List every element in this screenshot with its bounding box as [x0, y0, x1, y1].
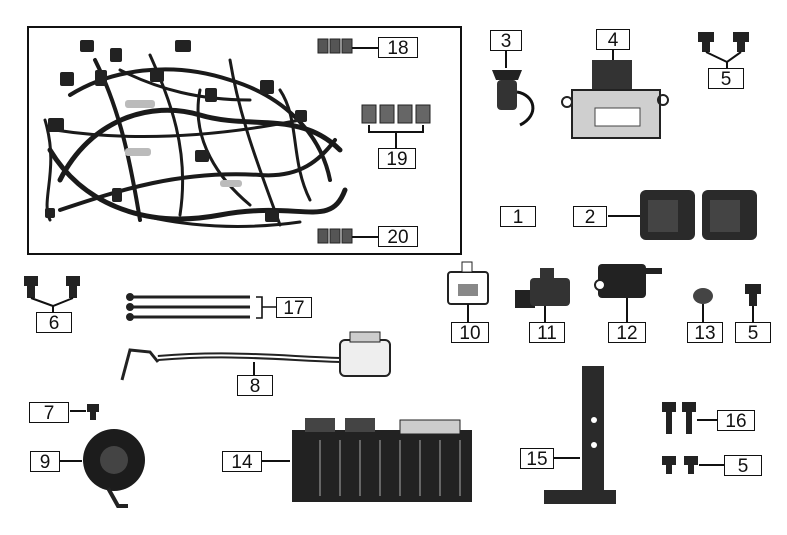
relay-10-icon — [447, 261, 489, 322]
callout-10: 10 — [451, 322, 489, 344]
callout-18: 18 — [378, 37, 418, 59]
callout-5-top: 5 — [708, 68, 744, 90]
callout-5-bottom: 5 — [724, 455, 762, 477]
callout-11: 11 — [529, 322, 565, 344]
callout-19: 19 — [378, 148, 416, 170]
callout-6: 6 — [36, 312, 72, 334]
socket-3-icon — [492, 50, 535, 127]
relays-2-icon — [608, 190, 757, 240]
relay-11-icon — [515, 268, 570, 322]
cable-ties-17-icon — [132, 295, 250, 319]
bolts-5-bottom-icon — [662, 456, 698, 474]
fuse-19-icon — [361, 104, 431, 124]
bolt-5-mid-icon — [745, 284, 761, 322]
harness-connectors — [45, 40, 307, 222]
nut-13-icon — [693, 288, 713, 322]
bolts-6-icon — [24, 276, 80, 298]
fuse-18-icon — [317, 38, 353, 54]
callout-2: 2 — [573, 206, 607, 228]
callout-13: 13 — [687, 322, 723, 344]
callout-4: 4 — [596, 29, 630, 51]
callout-12: 12 — [608, 322, 646, 344]
module-4-icon — [561, 48, 669, 139]
callout-1: 1 — [500, 206, 536, 228]
callout-9: 9 — [30, 451, 60, 473]
callout-5-mid: 5 — [735, 322, 771, 344]
callout-7: 7 — [29, 402, 69, 424]
bolts-16-icon — [662, 402, 696, 434]
callout-8: 8 — [237, 375, 273, 397]
ignition-coil-8-icon — [120, 331, 391, 381]
callout-16: 16 — [717, 410, 755, 432]
callout-17: 17 — [276, 297, 312, 319]
horn-9-icon — [60, 429, 145, 508]
callout-15: 15 — [520, 448, 554, 470]
bolts-5-top-icon — [698, 32, 749, 52]
callout-14: 14 — [222, 451, 262, 473]
callout-20: 20 — [378, 226, 418, 248]
bolt-7-icon — [70, 404, 99, 420]
relay-12-icon — [594, 264, 662, 322]
callout-3: 3 — [490, 30, 522, 52]
bracket-15-icon — [544, 366, 616, 504]
ecu-14-icon — [262, 418, 472, 502]
harness-frame — [27, 26, 462, 255]
